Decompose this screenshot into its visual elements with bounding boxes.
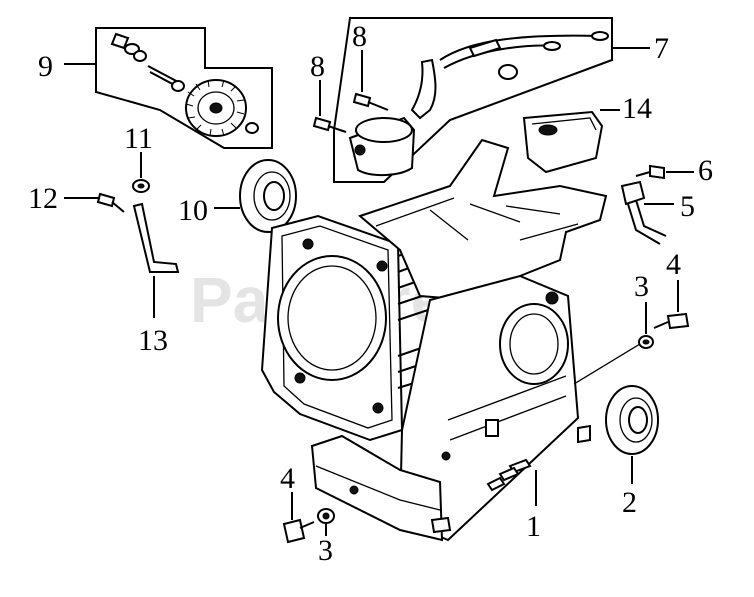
oil-alert-switch-assembly[interactable] [333,17,613,183]
bolt-part-4-right[interactable] [653,312,690,330]
callout-9: 9 [38,50,53,83]
crankcase[interactable] [260,138,608,542]
callout-10: 10 [178,194,208,227]
callout-3-right: 3 [634,270,649,303]
callout-6: 6 [698,154,713,187]
bolt-upper-left[interactable] [312,116,347,133]
callout-13: 13 [138,324,168,357]
crankcase-cover-plate[interactable] [522,110,604,174]
callout-8-left: 8 [310,50,325,83]
washer-part-3-right[interactable] [638,335,654,349]
callout-8-right: 8 [352,20,367,53]
clip-part-12[interactable] [96,192,125,213]
bolt-upper-right[interactable] [352,92,389,111]
oil-seal-2[interactable] [605,385,659,455]
governor-gear-assembly[interactable] [95,27,273,149]
bolt-part-4-left[interactable] [282,518,315,544]
callout-12: 12 [28,182,58,215]
callout-4-left: 4 [280,462,295,495]
callout-5: 5 [680,190,695,223]
callout-11: 11 [124,122,153,155]
callout-1: 1 [526,510,541,543]
wire-clamp[interactable] [620,180,667,245]
callout-3-left: 3 [318,534,333,567]
oil-seal-10[interactable] [239,159,297,233]
washer-part-3-left[interactable] [317,508,335,524]
callout-2: 2 [622,486,637,519]
screw-part-6[interactable] [635,164,665,180]
callout-7: 7 [654,32,669,65]
governor-gear [185,79,247,137]
washer-part-11[interactable] [132,179,150,193]
callout-4-right: 4 [666,248,681,281]
callout-14: 14 [622,92,652,125]
leader-lines [64,47,694,536]
breather-tube-13[interactable] [132,202,180,273]
